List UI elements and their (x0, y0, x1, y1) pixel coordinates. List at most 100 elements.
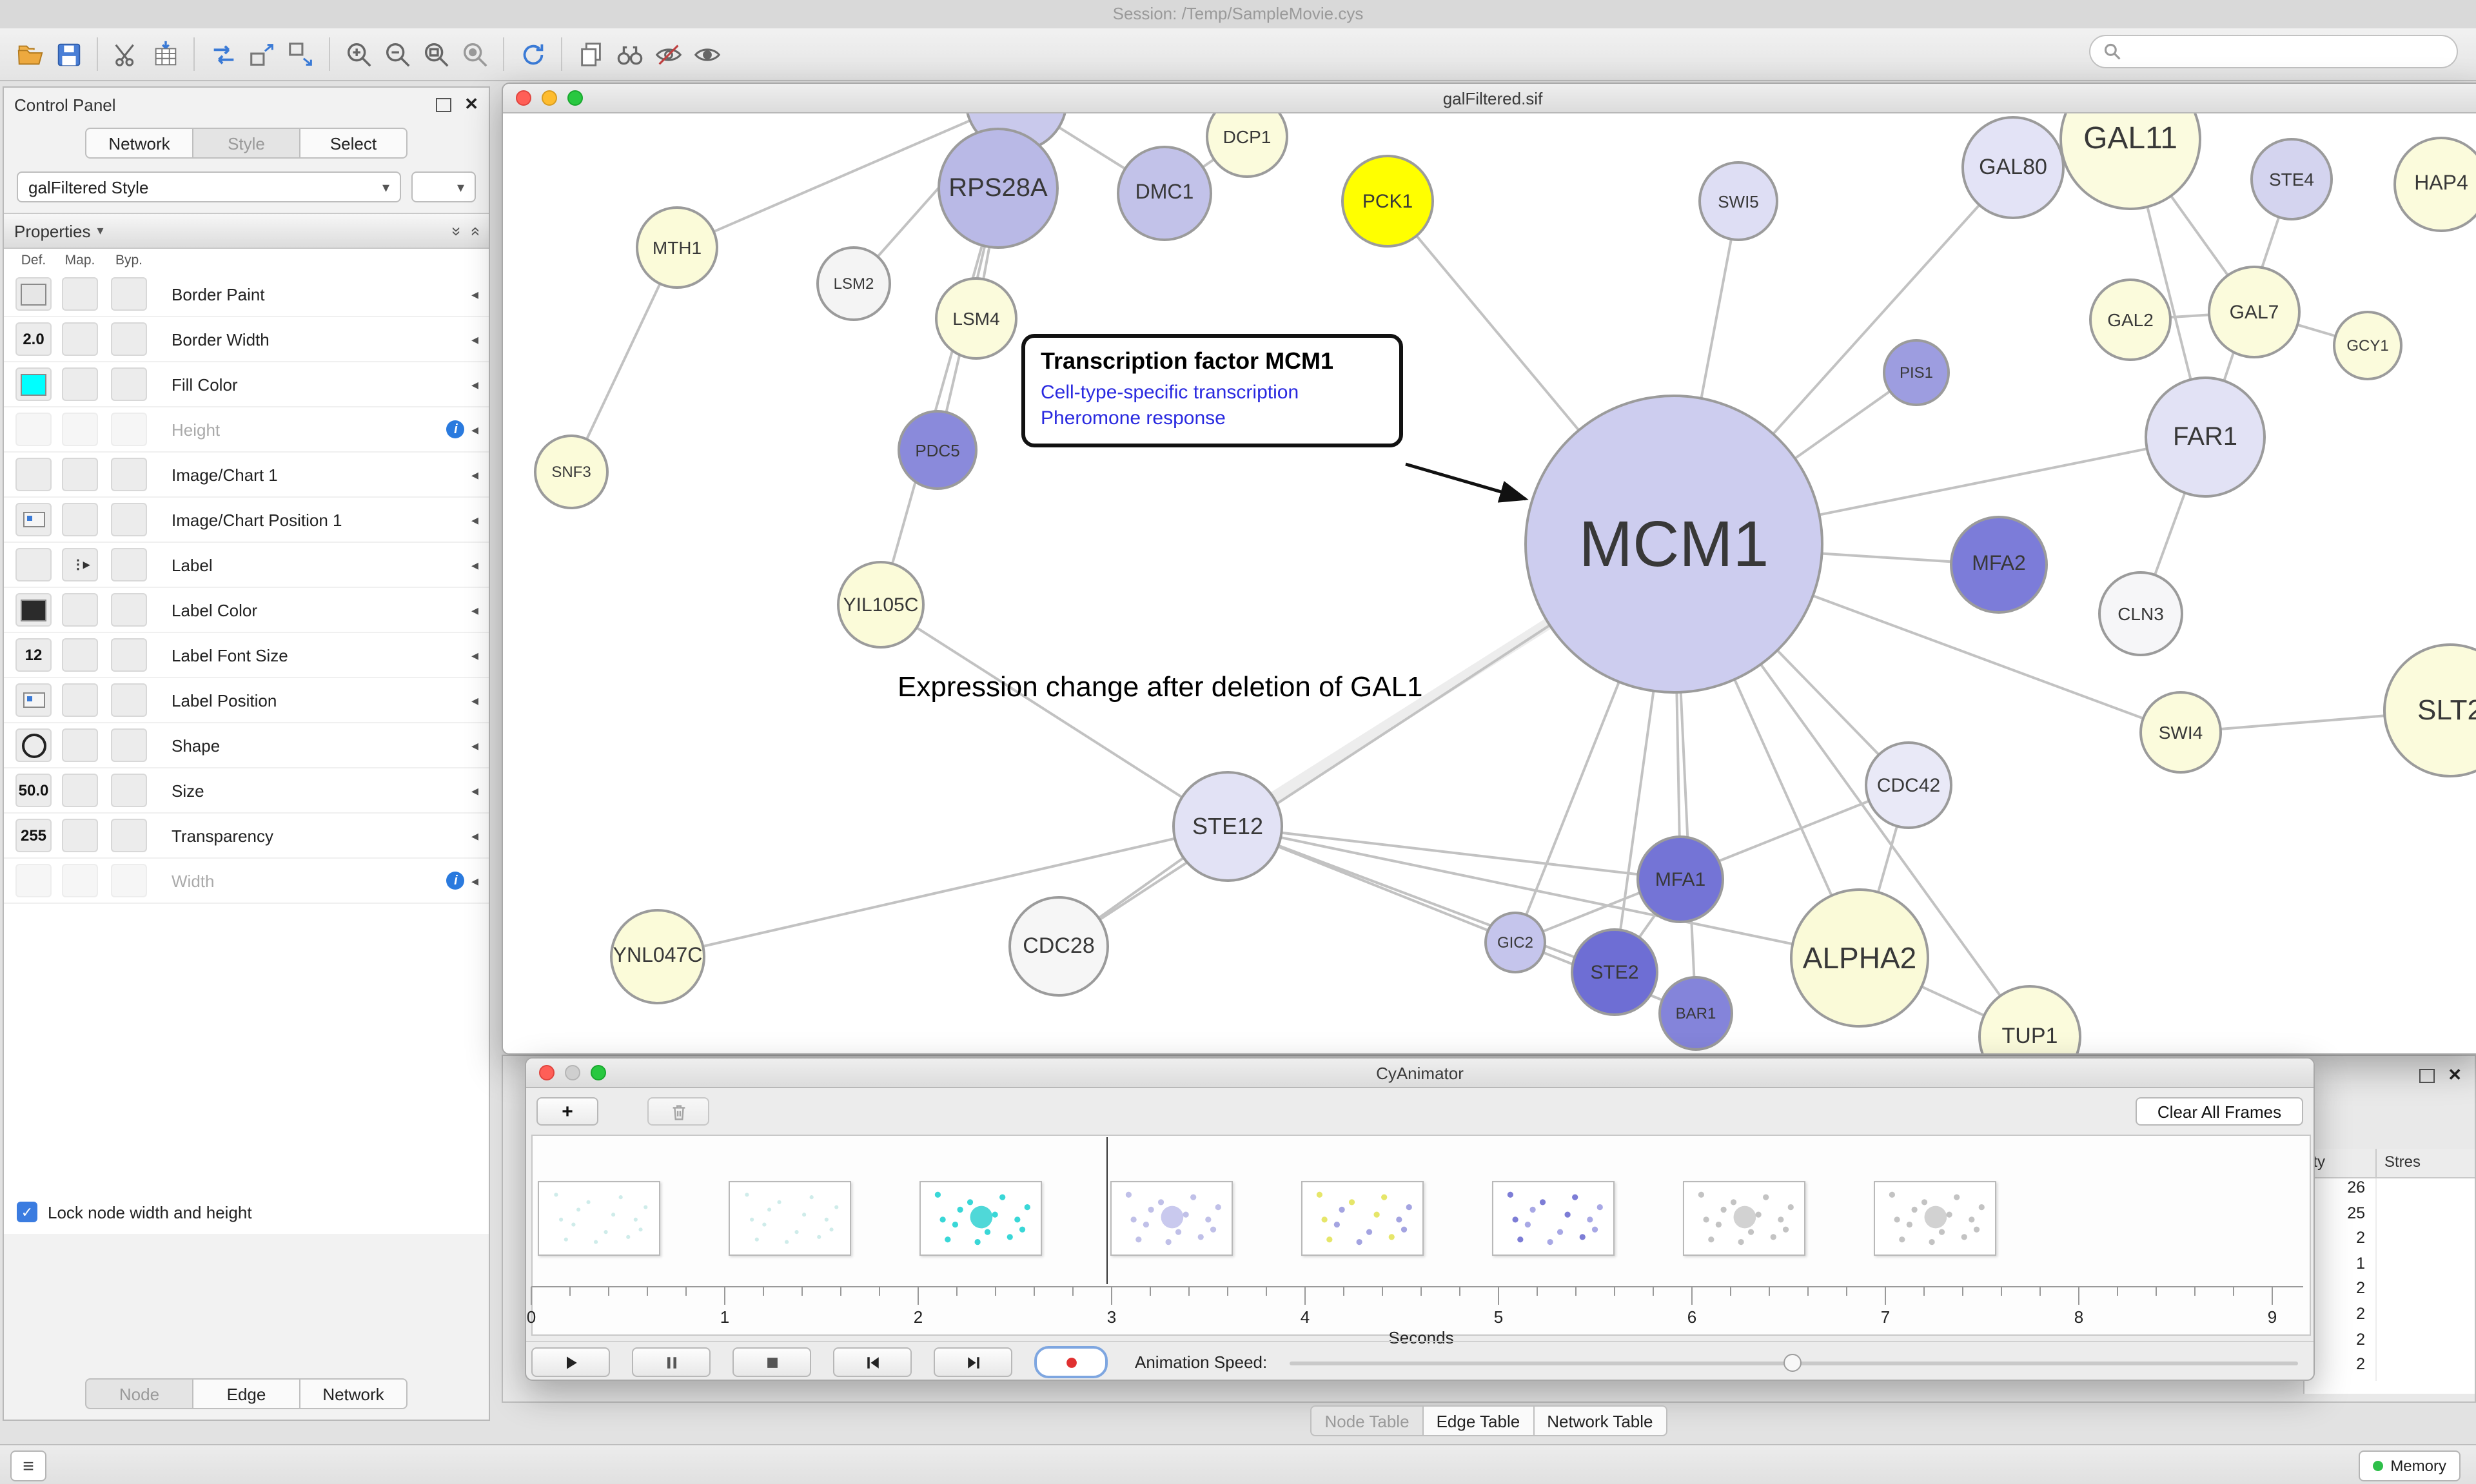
keyframe-thumbnail[interactable] (1683, 1181, 1805, 1256)
table-row[interactable]: 26 (2304, 1178, 2475, 1204)
network-node-snf3[interactable]: SNF3 (534, 434, 609, 509)
network-canvas[interactable]: RPS28BRPS28ADMC1DCP1PCK1SWI5GAL80GAL11ST… (503, 113, 2476, 1053)
bypass-cell[interactable] (104, 458, 153, 491)
network-node-ste12[interactable]: STE12 (1172, 771, 1283, 882)
lock-size-checkbox[interactable]: ✓ (17, 1202, 37, 1222)
network-node-gal80[interactable]: GAL80 (1961, 116, 2065, 219)
record-button[interactable] (1034, 1346, 1108, 1378)
float-panel-icon[interactable] (2419, 1068, 2435, 1082)
keyframe-thumbnail[interactable] (1110, 1181, 1233, 1256)
default-value-cell[interactable] (12, 683, 55, 717)
clear-all-frames-button[interactable]: Clear All Frames (2136, 1097, 2303, 1126)
zoom-window-icon[interactable] (591, 1065, 606, 1080)
mapping-cell[interactable] (55, 774, 104, 807)
network-node-rps28a[interactable]: RPS28A (938, 128, 1059, 249)
default-value-cell[interactable] (12, 548, 55, 581)
add-frame-button[interactable]: + (536, 1097, 598, 1126)
mcm1-annotation[interactable]: Transcription factor MCM1 Cell-type-spec… (1021, 334, 1403, 447)
default-value-cell[interactable] (12, 413, 55, 446)
network-node-dmc1[interactable]: DMC1 (1117, 146, 1212, 241)
cyanimator-titlebar[interactable]: CyAnimator (526, 1059, 2314, 1088)
zoom-selected-button[interactable] (455, 35, 494, 73)
snapshot-button[interactable] (571, 35, 610, 73)
network-window-titlebar[interactable]: galFiltered.sif (503, 84, 2476, 113)
style-selector[interactable]: galFiltered Style ▾ (17, 171, 401, 202)
open-session-button[interactable] (10, 35, 49, 73)
close-panel-icon[interactable]: ✕ (2448, 1065, 2462, 1084)
mapping-cell[interactable] (55, 367, 104, 401)
bypass-cell[interactable] (104, 548, 153, 581)
network-node-cdc28[interactable]: CDC28 (1008, 896, 1109, 997)
network-node-gcy1[interactable]: GCY1 (2333, 311, 2402, 380)
network-node-dcp1[interactable]: DCP1 (1206, 113, 1288, 178)
minimize-window-icon[interactable] (542, 90, 557, 106)
network-node-swi4[interactable]: SWI4 (2139, 691, 2222, 774)
close-panel-icon[interactable]: ✕ (464, 94, 478, 113)
bypass-cell[interactable] (104, 367, 153, 401)
tab-network-table[interactable]: Network Table (1533, 1405, 1667, 1436)
mapping-cell[interactable] (55, 864, 104, 897)
network-node-ynl047c[interactable]: YNL047C (610, 909, 705, 1004)
bypass-cell[interactable] (104, 683, 153, 717)
keyframe-thumbnail[interactable] (1301, 1181, 1424, 1256)
network-node-mfa1[interactable]: MFA1 (1636, 835, 1724, 923)
mapping-cell[interactable] (55, 322, 104, 356)
column-header-centrality[interactable]: ity (2304, 1149, 2377, 1177)
bypass-cell[interactable] (104, 819, 153, 852)
expand-row-arrow-icon[interactable]: ◂ (471, 693, 478, 708)
tab-edge-table[interactable]: Edge Table (1422, 1405, 1535, 1436)
network-node-alpha2[interactable]: ALPHA2 (1790, 888, 1929, 1028)
animation-speed-slider[interactable] (1289, 1353, 2298, 1371)
network-node-pis1[interactable]: PIS1 (1883, 339, 1950, 406)
expand-row-arrow-icon[interactable]: ◂ (471, 874, 478, 889)
keyframe-thumbnail[interactable] (538, 1181, 660, 1256)
expand-row-arrow-icon[interactable]: ◂ (471, 783, 478, 799)
close-window-icon[interactable] (516, 90, 531, 106)
slider-thumb[interactable] (1783, 1353, 1802, 1371)
playhead[interactable] (1106, 1137, 1108, 1284)
bypass-cell[interactable] (104, 503, 153, 536)
go-to-end-button[interactable] (934, 1347, 1012, 1377)
default-value-cell[interactable]: 2.0 (12, 322, 55, 356)
table-row[interactable]: 2 (2304, 1330, 2475, 1356)
expand-row-arrow-icon[interactable]: ◂ (471, 377, 478, 393)
clone-network-button[interactable] (281, 35, 320, 73)
bypass-cell[interactable] (104, 593, 153, 627)
network-node-ste4[interactable]: STE4 (2250, 138, 2333, 220)
default-value-cell[interactable] (12, 728, 55, 762)
refresh-button[interactable] (513, 35, 552, 73)
tab-node[interactable]: Node (85, 1378, 193, 1409)
table-row[interactable]: 2 (2304, 1229, 2475, 1255)
expand-row-arrow-icon[interactable]: ◂ (471, 603, 478, 618)
delete-frame-button[interactable] (647, 1097, 709, 1126)
mapping-cell[interactable] (55, 683, 104, 717)
network-node-hap4[interactable]: HAP4 (2393, 137, 2476, 232)
default-value-cell[interactable] (12, 864, 55, 897)
search-input[interactable] (2129, 41, 2444, 63)
network-node-lsm4[interactable]: LSM4 (935, 277, 1017, 360)
play-button[interactable] (531, 1347, 610, 1377)
properties-header[interactable]: Properties ▾ » » (4, 213, 489, 249)
search-field[interactable] (2089, 35, 2458, 68)
mapping-cell[interactable] (55, 593, 104, 627)
expand-row-arrow-icon[interactable]: ◂ (471, 422, 478, 438)
memory-button[interactable]: Memory (2358, 1450, 2461, 1481)
network-node-swi5[interactable]: SWI5 (1698, 161, 1778, 241)
expand-row-arrow-icon[interactable]: ◂ (471, 558, 478, 573)
expand-row-arrow-icon[interactable]: ◂ (471, 828, 478, 844)
bypass-cell[interactable] (104, 277, 153, 311)
default-value-cell[interactable] (12, 593, 55, 627)
network-node-lsm2[interactable]: LSM2 (816, 246, 891, 321)
go-to-start-button[interactable] (833, 1347, 912, 1377)
network-node-pck1[interactable]: PCK1 (1341, 155, 1434, 248)
network-node-gal2[interactable]: GAL2 (2089, 278, 2172, 361)
column-header-stress[interactable]: Stres (2384, 1153, 2421, 1171)
zoom-in-button[interactable] (339, 35, 378, 73)
mapping-cell[interactable] (55, 458, 104, 491)
default-value-cell[interactable] (12, 503, 55, 536)
default-value-cell[interactable] (12, 277, 55, 311)
tab-select[interactable]: Select (299, 128, 408, 159)
network-node-cln3[interactable]: CLN3 (2098, 571, 2183, 656)
mapping-cell[interactable] (55, 503, 104, 536)
bypass-cell[interactable] (104, 774, 153, 807)
